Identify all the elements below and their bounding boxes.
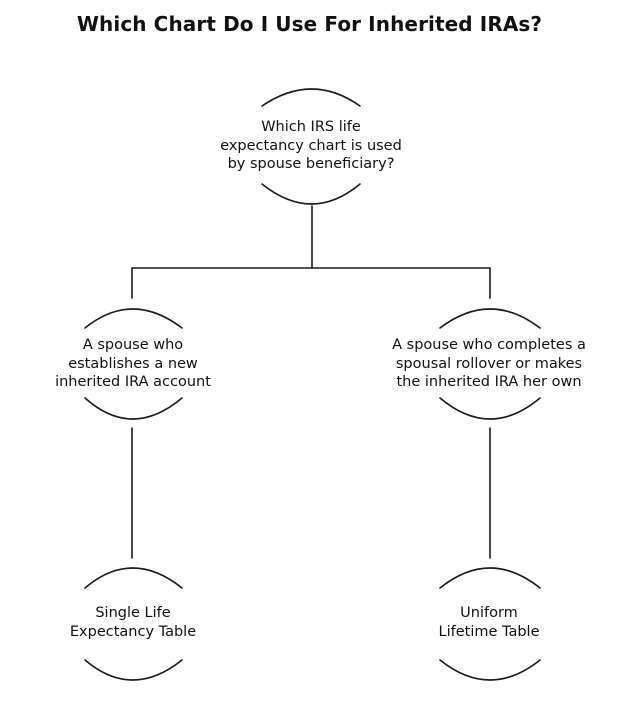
root-question-line-1: Which IRS life	[261, 119, 361, 135]
root-question-line-2: expectancy chart is used	[220, 137, 402, 154]
left-result-top-arc	[84, 567, 183, 589]
left-option-line-1: A spouse who	[82, 337, 184, 353]
left-result-line-1: Single Life	[95, 605, 171, 621]
right-result-line-1: Uniform	[460, 605, 518, 621]
diagram-title: Which Chart Do I Use For Inherited IRAs?	[76, 12, 543, 36]
right-result-node: Uniform Lifetime Table	[439, 604, 540, 641]
left-result-bottom-arc	[84, 659, 183, 681]
left-node-bottom-arc	[84, 397, 183, 420]
root-question-line-3: by spouse beneficiary?	[227, 156, 395, 172]
right-result-bottom-arc	[439, 659, 541, 681]
right-option-line-3: the inherited IRA her own	[396, 374, 582, 390]
right-option-line-2: spousal rollover or makes	[395, 355, 583, 372]
left-result-node: Single Life Expectancy Table	[70, 604, 196, 641]
right-result-line-2: Lifetime Table	[438, 623, 540, 640]
root-node-bottom-arc	[261, 183, 361, 205]
left-option-line-2: establishes a new	[68, 355, 198, 372]
right-node-top-arc	[439, 308, 541, 329]
left-result-line-2: Expectancy Table	[69, 623, 197, 640]
root-node-top-arc	[261, 88, 361, 107]
right-node-bottom-arc	[439, 397, 541, 420]
right-result-top-arc	[439, 567, 541, 589]
right-option-node: A spouse who completes a spousal rollove…	[392, 336, 586, 392]
left-option-node: A spouse who establishes a new inherited…	[55, 336, 211, 392]
right-option-line-1: A spouse who completes a	[392, 337, 586, 353]
left-option-line-3: inherited IRA account	[55, 374, 211, 390]
root-question-node: Which IRS life expectancy chart is used …	[220, 118, 402, 174]
left-node-top-arc	[84, 308, 183, 329]
